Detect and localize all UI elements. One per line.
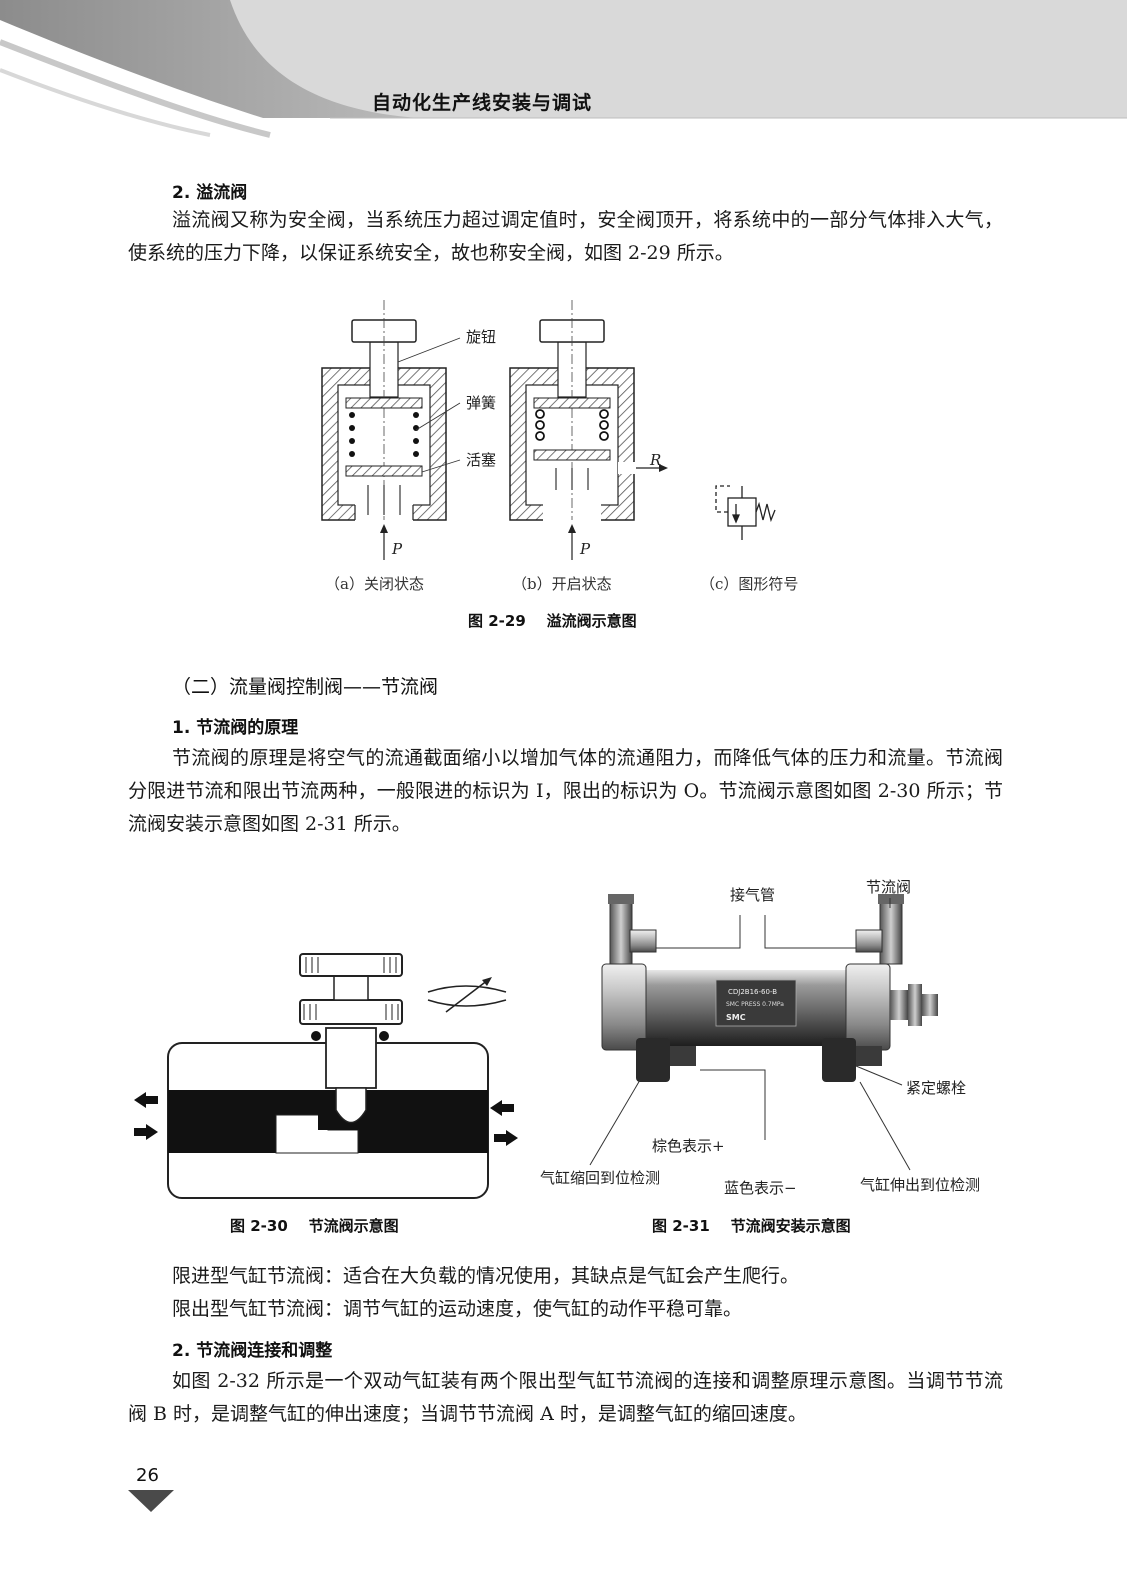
figure-2-30-throttle-valve [134, 953, 518, 1199]
label-throttle-valve: 节流阀 [866, 878, 912, 896]
label-lock-bolt: 紧定螺栓 [906, 1079, 967, 1097]
nameplate-model: CDJ2B16-60-B [728, 988, 777, 996]
label-extend-sensor: 气缸伸出到位检测 [860, 1176, 981, 1194]
figure-2-29-relief-valve [321, 300, 776, 560]
label-brown-positive: 棕色表示+ [652, 1137, 725, 1155]
label-blue-negative: 蓝色表示− [724, 1179, 797, 1197]
paragraph-relief-valve: 溢流阀又称为安全阀，当系统压力超过调定值时，安全阀顶开，将系统中的一部分气体排入… [128, 209, 1003, 264]
nameplate-pressure: SMC PRESS 0.7MPa [726, 1001, 784, 1008]
section-heading-relief-valve: 2. 溢流阀 [172, 183, 248, 203]
subcaption-b: （b）开启状态 [512, 575, 612, 593]
figure-2-30-caption: 图 2-30 节流阀示意图 [230, 1217, 399, 1235]
paragraph-outlet-throttle: 限出型气缸节流阀：调节气缸的运动速度，使气缸的动作平稳可靠。 [172, 1298, 743, 1320]
label-port-p-a: P [392, 540, 403, 558]
figure-2-29-caption: 图 2-29 溢流阀示意图 [468, 612, 637, 630]
subcaption-a: （a）关闭状态 [325, 575, 424, 593]
figure-2-31-installation-photo: CDJ2B16-60-B SMC PRESS 0.7MPa SMC [589, 894, 938, 1171]
label-retract-sensor: 气缸缩回到位检测 [540, 1169, 661, 1187]
page-marker-triangle-icon [128, 1490, 174, 1512]
paragraph-throttle-principle: 节流阀的原理是将空气的流通截面缩小以增加气体的流通阻力，而降低气体的压力和流量。… [128, 747, 1003, 835]
label-air-pipe: 接气管 [730, 886, 776, 904]
paragraph-inlet-throttle: 限进型气缸节流阀：适合在大负载的情况使用，其缺点是气缸会产生爬行。 [172, 1265, 800, 1287]
label-port-p-b: P [580, 540, 591, 558]
section-heading-throttle-connection: 2. 节流阀连接和调整 [172, 1341, 333, 1361]
label-piston: 活塞 [466, 451, 497, 469]
header-band [0, 0, 1127, 138]
relief-valve-symbol [715, 485, 776, 540]
paragraph-throttle-connection: 如图 2-32 所示是一个双动气缸装有两个限出型气缸节流阀的连接和调整原理示意图… [128, 1370, 1003, 1425]
valve-closed-diagram [321, 300, 447, 560]
page-number: 26 [136, 1465, 159, 1486]
figure-2-31-caption: 图 2-31 节流阀安装示意图 [652, 1217, 851, 1235]
label-spring: 弹簧 [466, 394, 497, 412]
label-knob: 旋钮 [466, 328, 497, 346]
nameplate-brand: SMC [726, 1013, 746, 1022]
running-header-title: 自动化生产线安装与调试 [372, 92, 593, 114]
label-port-r: R [650, 451, 662, 469]
section-heading-flow-valve: （二）流量阀控制阀——节流阀 [172, 676, 439, 698]
section-heading-throttle-principle: 1. 节流阀的原理 [172, 718, 299, 738]
valve-open-diagram [509, 300, 668, 560]
subcaption-c: （c）图形符号 [700, 575, 799, 593]
